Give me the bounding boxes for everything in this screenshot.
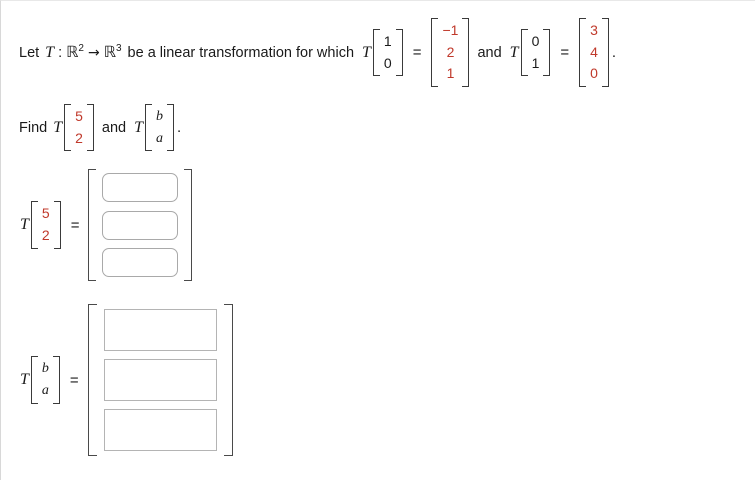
instruction-period: . xyxy=(177,119,182,137)
bracket-right xyxy=(462,18,470,88)
instruction-operator-2: T xyxy=(134,118,144,136)
equals-sign-1: = xyxy=(412,44,422,62)
vector-entry: b xyxy=(156,109,164,124)
domain-symbol: ℝ2 xyxy=(66,43,84,62)
vector-entry: −1 xyxy=(442,22,459,38)
vector-entry: 1 xyxy=(383,32,392,49)
bracket-right xyxy=(52,356,60,404)
operator-symbol-1: T xyxy=(362,43,371,61)
problem-statement: Let T : ℝ2 → ℝ3 be a linear transformati… xyxy=(19,18,617,88)
colon-symbol: : xyxy=(58,44,63,61)
bracket-right xyxy=(184,169,193,281)
bracket-left xyxy=(431,18,439,88)
vector-entry: 0 xyxy=(531,32,540,49)
statement-lead: Let xyxy=(19,44,40,61)
output-vector-1: −1 2 1 xyxy=(431,18,470,88)
answer-block-1: T 5 2 = xyxy=(19,169,193,281)
answer-block-2: T b a = xyxy=(19,304,233,456)
answer-vector-1 xyxy=(88,169,193,281)
codomain-exponent: 3 xyxy=(115,43,122,55)
operator-symbol-2: T xyxy=(509,43,519,61)
bracket-right xyxy=(543,28,551,77)
answer-equals-1: = xyxy=(70,216,80,234)
vector-entry: 2 xyxy=(446,43,455,60)
domain-exponent: 2 xyxy=(78,43,84,55)
answer-vector-2 xyxy=(87,304,233,456)
bracket-left xyxy=(64,104,72,152)
answer-label-1: T 5 2 = xyxy=(19,201,88,249)
vector-entry: 5 xyxy=(41,205,50,222)
bracket-right xyxy=(86,104,94,152)
answer-field-1-row-3[interactable] xyxy=(102,248,179,277)
output-vector-2: 3 4 0 xyxy=(579,18,609,88)
vector-entry: 2 xyxy=(75,129,83,146)
vector-entry: 0 xyxy=(383,54,392,71)
bracket-right xyxy=(223,304,233,456)
transformation-symbol: T xyxy=(45,43,55,61)
vector-entry: 4 xyxy=(590,43,598,60)
vector-entry: 5 xyxy=(75,108,83,124)
arrow-icon: → xyxy=(87,44,100,61)
answer-input-vector-1: 5 2 xyxy=(30,201,61,249)
instruction-conjunction: and xyxy=(101,119,127,136)
answer-field-2-row-2[interactable] xyxy=(103,359,217,401)
conjunction-text: and xyxy=(477,44,502,61)
answer-field-1-row-1[interactable] xyxy=(102,173,179,202)
bracket-left xyxy=(372,28,380,77)
problem-instruction: Find T 5 2 and T b a . xyxy=(19,104,182,152)
bracket-left xyxy=(88,169,97,281)
answer-equals-2: = xyxy=(69,371,79,389)
codomain-symbol: ℝ3 xyxy=(103,43,122,62)
bracket-right xyxy=(601,18,609,88)
instruction-operator-1: T xyxy=(53,118,63,136)
instruction-vector-2: b a xyxy=(145,104,175,152)
statement-period: . xyxy=(611,44,617,62)
answer-field-2-row-1[interactable] xyxy=(103,309,217,351)
answer-field-1-row-2[interactable] xyxy=(102,210,179,240)
bracket-right xyxy=(53,201,61,249)
bracket-right xyxy=(167,104,175,152)
instruction-vector-1: 5 2 xyxy=(64,104,94,152)
vector-entry: 1 xyxy=(446,65,455,82)
vector-entry: 1 xyxy=(531,54,540,71)
instruction-lead: Find xyxy=(19,119,48,136)
bracket-right xyxy=(395,28,403,77)
statement-middle-text: be a linear transformation for which xyxy=(127,44,355,61)
vector-entry: 0 xyxy=(590,65,598,82)
bracket-left xyxy=(30,201,38,249)
bracket-left xyxy=(87,304,97,456)
vector-entry: 2 xyxy=(41,227,50,243)
answer-input-vector-2: b a xyxy=(30,356,60,404)
equals-sign-2: = xyxy=(560,44,570,62)
bracket-left xyxy=(30,356,38,404)
input-vector-1: 1 0 xyxy=(372,28,403,77)
answer-field-2-row-3[interactable] xyxy=(103,409,217,451)
vector-entry: b xyxy=(41,361,49,377)
vector-entry: 3 xyxy=(590,22,598,38)
bracket-left xyxy=(579,18,587,88)
answer-label-2: T b a = xyxy=(19,356,88,404)
bracket-left xyxy=(145,104,153,152)
bracket-left xyxy=(520,28,528,77)
vector-entry: a xyxy=(156,130,164,146)
input-vector-2: 0 1 xyxy=(520,28,551,77)
answer-operator-1: T xyxy=(20,216,29,233)
answer-operator-2: T xyxy=(20,371,29,388)
vector-entry: a xyxy=(41,383,49,398)
